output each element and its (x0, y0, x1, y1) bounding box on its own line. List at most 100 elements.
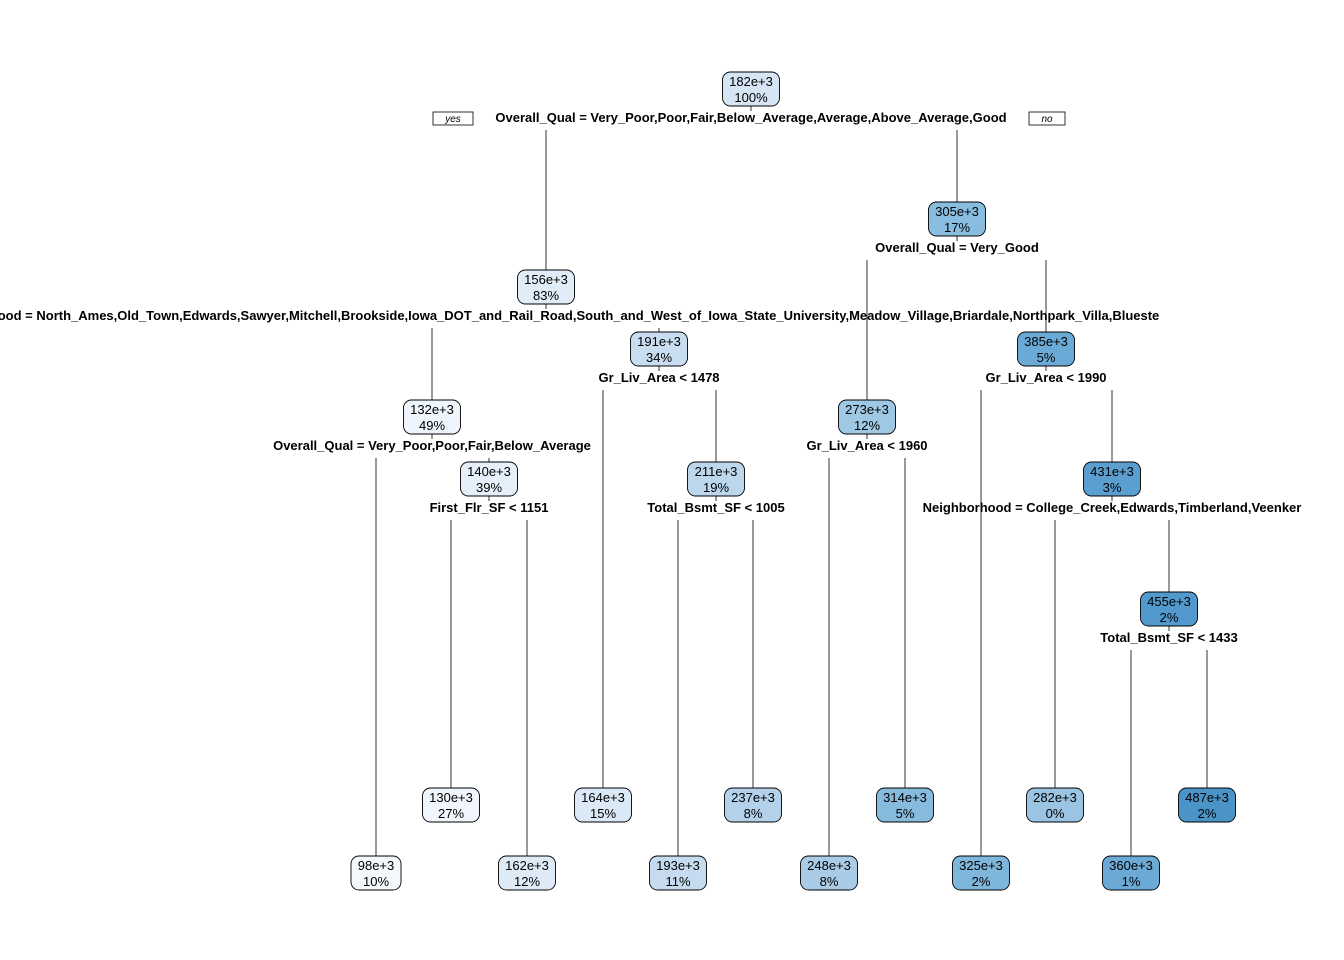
node-percent: 27% (438, 806, 464, 821)
node-box (574, 787, 632, 823)
node-value: 273e+3 (845, 402, 889, 417)
leaf-node: 237e+38% (724, 787, 782, 823)
node-value: 431e+3 (1090, 464, 1134, 479)
split-label: Neighborhood = College_Creek,Edwards,Tim… (923, 500, 1302, 515)
node-box (1083, 461, 1141, 497)
split-label: Gr_Liv_Area < 1478 (598, 370, 719, 385)
split-label: Overall_Qual = Very_Poor,Poor,Fair,Below… (495, 110, 1006, 125)
node-box (422, 787, 480, 823)
node-box (800, 855, 858, 891)
node-percent: 15% (590, 806, 616, 821)
node-value: 248e+3 (807, 858, 851, 873)
node-box (403, 399, 461, 435)
leaf-node: 193e+311% (649, 855, 707, 891)
node-value: 237e+3 (731, 790, 775, 805)
node-box (722, 71, 780, 107)
node-percent: 8% (820, 874, 839, 889)
node-percent: 17% (944, 220, 970, 235)
split-label: Neighborhood = North_Ames,Old_Town,Edwar… (0, 308, 1159, 323)
node-percent: 39% (476, 480, 502, 495)
split-label: Total_Bsmt_SF < 1433 (1100, 630, 1237, 645)
node-box (928, 201, 986, 237)
split-node: 385e+35%Gr_Liv_Area < 1990 (985, 331, 1107, 385)
node-box (724, 787, 782, 823)
node-box (350, 855, 402, 891)
split-node: 191e+334% Gr_Liv_Area < 1478 (598, 331, 720, 385)
node-percent: 2% (1160, 610, 1179, 625)
split-node: 431e+33% Neighborhood = College_Creek,Edw… (923, 461, 1302, 515)
node-percent: 5% (896, 806, 915, 821)
leaf-node: 162e+312% (498, 855, 556, 891)
node-percent: 11% (665, 874, 690, 889)
split-node: 156e+383% Neighborhood = North_Ames,Old_T… (0, 269, 1159, 323)
split-node: 140e+339% First_Flr_SF < 1151 (430, 461, 549, 515)
leaf-node: 98e+310% (350, 855, 402, 891)
node-box (952, 855, 1010, 891)
node-percent: 100% (734, 90, 768, 105)
node-percent: 12% (514, 874, 540, 889)
node-value: 385e+3 (1024, 334, 1068, 349)
leaf-node: 130e+327% (422, 787, 480, 823)
node-percent: 10% (363, 874, 389, 889)
node-percent: 12% (854, 418, 880, 433)
split-label: Overall_Qual = Very_Good (875, 240, 1039, 255)
node-box (517, 269, 575, 305)
no-label: no (1041, 114, 1053, 125)
node-box (649, 855, 707, 891)
node-value: 140e+3 (467, 464, 511, 479)
node-percent: 5% (1037, 350, 1056, 365)
split-label: Overall_Qual = Very_Poor,Poor,Fair,Below… (273, 438, 591, 453)
node-value: 487e+3 (1185, 790, 1229, 805)
node-percent: 34% (646, 350, 672, 365)
node-value: 191e+3 (637, 334, 681, 349)
node-box (876, 787, 934, 823)
no-label-box: no (1028, 111, 1066, 126)
node-percent: 1% (1122, 874, 1141, 889)
node-percent: 2% (972, 874, 991, 889)
node-value: 360e+3 (1109, 858, 1153, 873)
node-percent: 0% (1046, 806, 1065, 821)
leaf-node: 360e+31% (1102, 855, 1160, 891)
node-percent: 8% (744, 806, 763, 821)
node-box (838, 399, 896, 435)
node-value: 132e+3 (410, 402, 454, 417)
node-box (1140, 591, 1198, 627)
node-box (460, 461, 518, 497)
node-percent: 49% (419, 418, 445, 433)
node-value: 314e+3 (883, 790, 927, 805)
node-value: 455e+3 (1147, 594, 1191, 609)
node-value: 182e+3 (729, 74, 773, 89)
node-value: 130e+3 (429, 790, 473, 805)
node-percent: 2% (1198, 806, 1217, 821)
node-value: 325e+3 (959, 858, 1003, 873)
node-value: 164e+3 (581, 790, 625, 805)
split-label: Gr_Liv_Area < 1960 (806, 438, 927, 453)
split-label: First_Flr_SF < 1151 (430, 500, 549, 515)
node-value: 162e+3 (505, 858, 549, 873)
leaf-node: 487e+32% (1178, 787, 1236, 823)
leaf-node: 325e+32% (952, 855, 1010, 891)
node-box (1026, 787, 1084, 823)
split-node: 455e+32% Total_Bsmt_SF < 1433 (1100, 591, 1238, 645)
tree-edges (375, 106, 1208, 856)
yes-label-box: yes (432, 111, 474, 126)
node-box (630, 331, 688, 367)
leaf-node: 314e+35% (876, 787, 934, 823)
leaf-node: 248e+38% (800, 855, 858, 891)
node-box (1017, 331, 1075, 367)
node-box (687, 461, 745, 497)
node-value: 156e+3 (524, 272, 568, 287)
node-value: 282e+3 (1033, 790, 1077, 805)
node-box (1178, 787, 1236, 823)
node-percent: 83% (533, 288, 559, 303)
split-node: 273e+312% Gr_Liv_Area < 1960 (806, 399, 928, 453)
node-value: 305e+3 (935, 204, 979, 219)
leaf-node: 164e+315% (574, 787, 632, 823)
leaf-node: 282e+30% (1026, 787, 1084, 823)
node-box (1102, 855, 1160, 891)
node-percent: 19% (703, 480, 729, 495)
node-value: 211e+3 (695, 464, 738, 479)
node-percent: 3% (1103, 480, 1122, 495)
